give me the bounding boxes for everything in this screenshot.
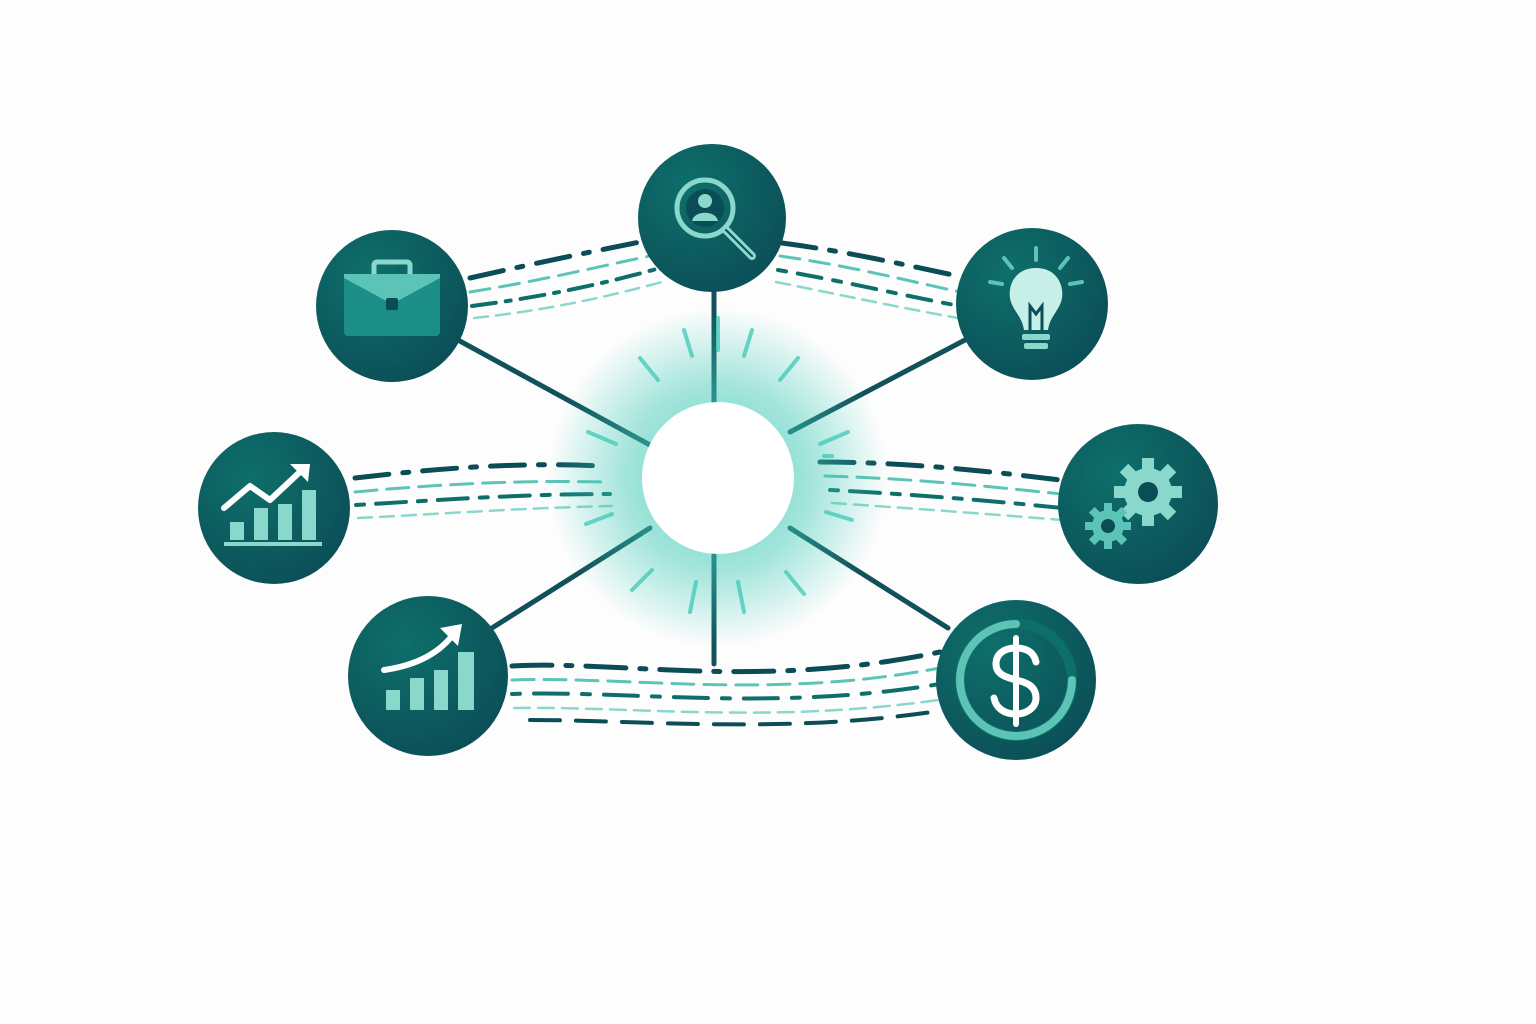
- node-lower-right: [936, 600, 1096, 760]
- lightbulb-icon: [988, 246, 1084, 349]
- node-top: [638, 144, 786, 292]
- node-lower-left: [348, 596, 508, 756]
- gears-icon: [1085, 458, 1182, 549]
- briefcase-icon: [344, 259, 440, 336]
- node-middle-left: [198, 432, 350, 584]
- flow-link-top-upper-right: [774, 240, 962, 320]
- bar-chart-arrow-icon: [381, 624, 474, 710]
- flow-link-lower-left-lower-right: [509, 649, 943, 727]
- node-upper-left: [316, 230, 468, 382]
- node-middle-right: [1058, 424, 1218, 584]
- flow-links: [352, 237, 1064, 727]
- hub-circle: [642, 402, 794, 554]
- person-search-icon: [674, 177, 756, 260]
- flow-link-upper-left-top: [467, 237, 664, 320]
- node-upper-right: [956, 228, 1108, 380]
- growth-chart-icon: [221, 464, 322, 546]
- dollar-coin-icon: [955, 619, 1077, 741]
